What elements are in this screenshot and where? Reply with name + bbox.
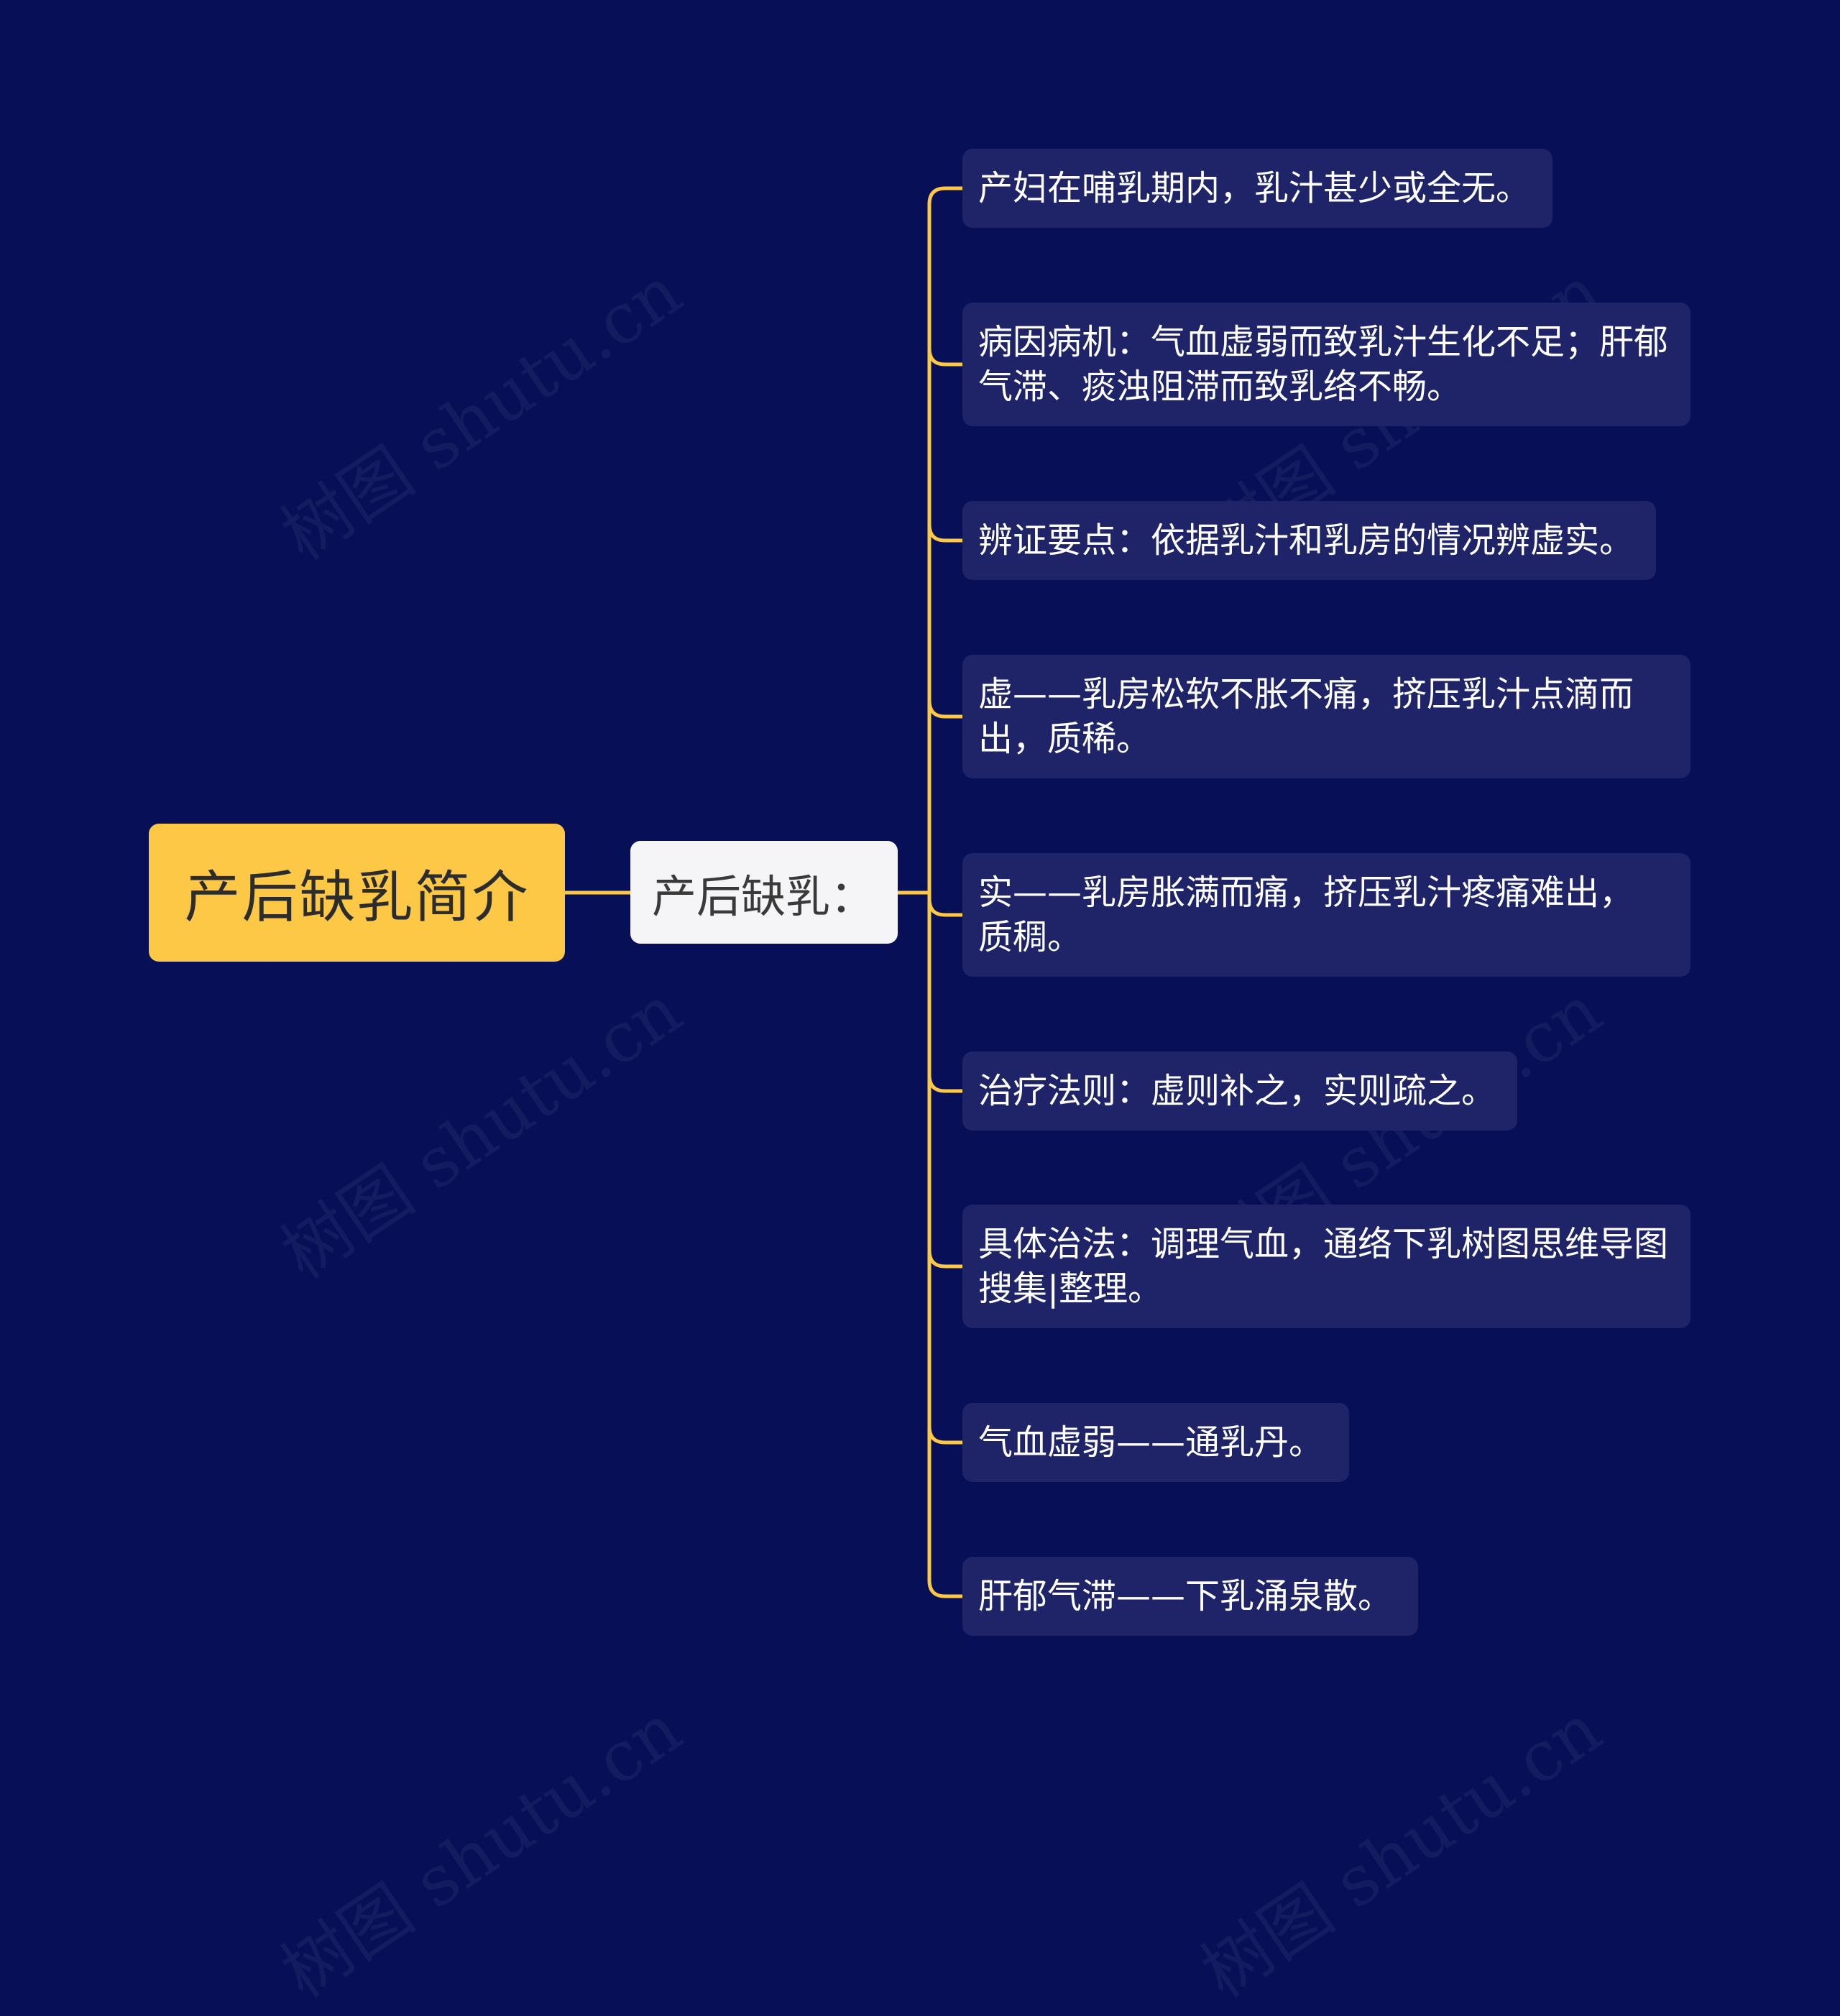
root-topic-label: 产后缺乳简介	[184, 865, 530, 930]
leaf-topic[interactable]: 具体治法：调理气血，通络下乳树图思维导图 搜集|整理。	[962, 1205, 1690, 1328]
leaf-topic[interactable]: 虚——乳房松软不胀不痛，挤压乳汁点滴而 出，质稀。	[962, 655, 1690, 778]
leaf-topic[interactable]: 肝郁气滞——下乳涌泉散。	[962, 1557, 1418, 1636]
leaf-topic-label: 气血虚弱——通乳丹。	[978, 1422, 1324, 1463]
root-topic[interactable]: 产后缺乳简介	[149, 824, 565, 962]
leaf-topic-label: 辨证要点：依据乳汁和乳房的情况辨虚实。	[978, 520, 1634, 561]
leaf-connector	[927, 1248, 965, 1269]
leaf-topic-label: 病因病机：气血虚弱而致乳汁生化不足；肝郁 气滞、痰浊阻滞而致乳络不畅。	[978, 322, 1669, 407]
leaf-topic-label: 产妇在哺乳期内，乳汁甚少或全无。	[978, 168, 1531, 208]
leaf-topic[interactable]: 气血虚弱——通乳丹。	[962, 1403, 1349, 1482]
leaf-connector	[927, 186, 965, 206]
branch-topic-label: 产后缺乳：	[652, 870, 875, 923]
leaf-topic[interactable]: 辨证要点：依据乳汁和乳房的情况辨虚实。	[962, 501, 1656, 580]
leaf-topic[interactable]: 治疗法则：虚则补之，实则疏之。	[962, 1051, 1517, 1131]
leaf-topic-label: 实——乳房胀满而痛，挤压乳汁疼痛难出， 质稠。	[978, 873, 1634, 957]
leaf-topic-label: 肝郁气滞——下乳涌泉散。	[978, 1576, 1393, 1616]
leaf-topic-label: 治疗法则：虚则补之，实则疏之。	[978, 1071, 1496, 1111]
branch-topic[interactable]: 产后缺乳：	[630, 841, 898, 944]
connector-lines	[565, 186, 965, 1598]
leaf-connector	[927, 523, 965, 543]
leaf-connector	[927, 1424, 965, 1445]
leaf-connector	[927, 699, 965, 719]
leaf-topic[interactable]: 产妇在哺乳期内，乳汁甚少或全无。	[962, 149, 1552, 228]
leaf-topic[interactable]: 实——乳房胀满而痛，挤压乳汁疼痛难出， 质稠。	[962, 853, 1690, 977]
leaf-connector	[927, 1578, 965, 1598]
leaf-topic-label: 虚——乳房松软不胀不痛，挤压乳汁点滴而 出，质稀。	[978, 674, 1634, 759]
leaf-topic-label: 具体治法：调理气血，通络下乳树图思维导图 搜集|整理。	[978, 1224, 1669, 1309]
leaf-connector	[927, 897, 965, 917]
leaf-connector	[927, 346, 965, 367]
leaf-connector	[927, 1073, 965, 1093]
leaf-topic[interactable]: 病因病机：气血虚弱而致乳汁生化不足；肝郁 气滞、痰浊阻滞而致乳络不畅。	[962, 303, 1690, 426]
